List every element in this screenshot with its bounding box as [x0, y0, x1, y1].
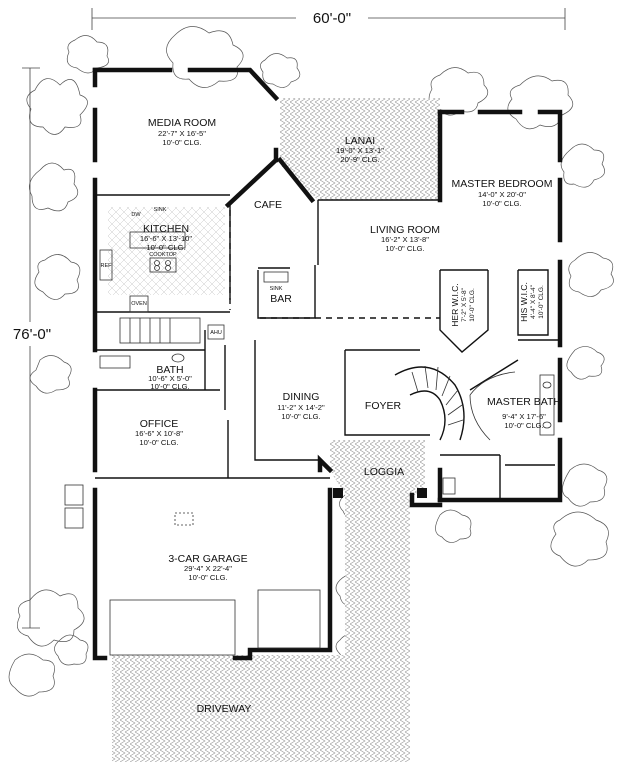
walkway-paving: [345, 495, 410, 660]
fixture-labels: DW SINK COOKTOP REF OVEN SINK AHU: [101, 207, 283, 336]
room-master-bedroom: MASTER BEDROOM 14'-0" X 20'-0" 10'-0" CL…: [452, 178, 553, 208]
room-dimension: 9'-4" X 17'-6": [502, 412, 546, 421]
room-dimension: 14'-0" X 20'-0": [478, 190, 526, 199]
closet-name: HIS W.I.C.: [519, 282, 529, 322]
refrigerator-label: REF: [101, 263, 113, 269]
room-bar: BAR: [270, 293, 292, 305]
straight-stair: [119, 317, 201, 344]
room-master-bath: MASTER BATH 9'-4" X 17'-6" 10'-0" CLG.: [487, 396, 561, 430]
fixtures: [64, 231, 555, 656]
dimension-lines: [4, 7, 566, 629]
room-ceiling: 10'-0" CLG.: [385, 244, 424, 253]
closet-her-wic: HER W.I.C. 7'-2" X 5'-8" 10'-0" CLG.: [450, 283, 476, 326]
room-name: KITCHEN: [143, 223, 189, 235]
overall-width-dimension: 60'-0": [313, 10, 351, 27]
room-name: CAFE: [254, 199, 282, 211]
kitchen-sink-label: SINK: [154, 207, 167, 213]
room-kitchen: KITCHEN 16'-6" X 13'-10" 10'-0" CLG.: [140, 223, 193, 252]
room-living: LIVING ROOM 16'-2" X 13'-8" 10'-0" CLG.: [370, 224, 440, 253]
room-ceiling: 10'-0" CLG.: [482, 199, 521, 208]
room-dimension: 16'-6" X 10'-8": [135, 429, 183, 438]
closet-ceiling: 10'-0" CLG.: [469, 288, 476, 322]
room-name: DRIVEWAY: [197, 703, 252, 715]
room-ceiling: 10'-0" CLG.: [146, 243, 185, 252]
bar-sink-label: SINK: [270, 286, 283, 292]
room-name: FOYER: [365, 400, 402, 412]
ahu-label: AHU: [210, 330, 222, 336]
dishwasher-label: DW: [131, 212, 141, 218]
oven-label: OVEN: [131, 301, 147, 307]
room-ceiling: 10'-0" CLG.: [162, 138, 201, 147]
curved-stair: [394, 365, 516, 441]
room-name: OFFICE: [140, 418, 179, 430]
room-garage: 3-CAR GARAGE 29'-4" X 22'-4" 10'-0" CLG.: [168, 553, 247, 582]
lanai-paving: [280, 98, 440, 200]
room-dimension: 29'-4" X 22'-4": [184, 564, 232, 573]
room-name: BAR: [270, 293, 292, 305]
closet-dimension: 7'-2" X 5'-8": [461, 287, 468, 322]
room-dimension: 16'-6" X 13'-10": [140, 234, 193, 243]
room-ceiling: 10'-0" CLG.: [139, 438, 178, 447]
room-name: MASTER BATH: [487, 396, 561, 408]
loggia-paving: [330, 440, 425, 495]
room-dimension: 22'-7" X 16'-5": [158, 129, 206, 138]
room-name: MASTER BEDROOM: [452, 178, 553, 190]
hatched-surfaces: [108, 98, 440, 762]
room-labels: MEDIA ROOM 22'-7" X 16'-5" 10'-0" CLG. L…: [135, 117, 561, 715]
room-name: DINING: [283, 391, 320, 403]
room-ceiling: 10'-0" CLG.: [504, 421, 543, 430]
room-name: LOGGIA: [364, 466, 404, 478]
room-bath: BATH 10'-6" X 5'-0" 10'-0" CLG.: [148, 364, 192, 391]
cooktop-label: COOKTOP: [149, 252, 177, 258]
room-name: LANAI: [345, 135, 375, 147]
room-lanai: LANAI 19'-0" X 13'-1" 20'-9" CLG.: [336, 135, 384, 164]
room-ceiling: 20'-9" CLG.: [340, 155, 379, 164]
room-loggia: LOGGIA: [364, 466, 404, 478]
room-media: MEDIA ROOM 22'-7" X 16'-5" 10'-0" CLG.: [148, 117, 216, 147]
room-name: MEDIA ROOM: [148, 117, 216, 129]
driveway-paving: [112, 655, 410, 762]
room-ceiling: 10'-0" CLG.: [188, 573, 227, 582]
room-cafe: CAFE: [254, 199, 282, 211]
room-dimension: 19'-0" X 13'-1": [336, 146, 384, 155]
room-name: BATH: [156, 364, 183, 376]
room-foyer: FOYER: [365, 400, 402, 412]
room-name: 3-CAR GARAGE: [168, 553, 247, 565]
closet-labels: HER W.I.C. 7'-2" X 5'-8" 10'-0" CLG. HIS…: [450, 282, 545, 327]
kitchen-tile: [108, 207, 225, 295]
room-office: OFFICE 16'-6" X 10'-8" 10'-0" CLG.: [135, 418, 183, 447]
room-ceiling: 10'-0" CLG.: [150, 382, 189, 391]
landscaping: [8, 26, 614, 697]
closet-dimension: 4'-4" X 8'-4": [530, 284, 537, 319]
room-dining: DINING 11'-2" X 14'-2" 10'-0" CLG.: [277, 391, 325, 421]
interior-walls: [95, 194, 560, 500]
closet-his-wic: HIS W.I.C. 4'-4" X 8'-4" 10'-0" CLG.: [519, 282, 545, 322]
overall-depth-dimension: 76'-0": [13, 326, 51, 343]
room-ceiling: 10'-0" CLG.: [281, 412, 320, 421]
closet-name: HER W.I.C.: [450, 283, 460, 326]
room-name: LIVING ROOM: [370, 224, 440, 236]
closet-ceiling: 10'-0" CLG.: [538, 285, 545, 319]
exterior-walls: [92, 67, 563, 661]
room-driveway: DRIVEWAY: [197, 703, 252, 715]
room-dimension: 16'-2" X 13'-8": [381, 235, 429, 244]
room-dimension: 10'-6" X 5'-0": [148, 374, 192, 383]
room-dimension: 11'-2" X 14'-2": [277, 403, 325, 412]
